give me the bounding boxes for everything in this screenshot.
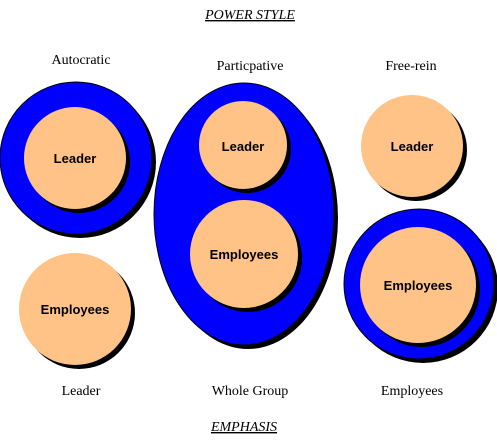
autocratic-employees-label: Employees (41, 302, 110, 317)
participative-leader-circle (199, 101, 287, 189)
free-rein-leader-circle (361, 95, 463, 197)
participative-employees-circle (190, 200, 298, 308)
participative-group: Leader Employees (153, 82, 338, 349)
free-rein-group: Leader Employees (343, 95, 497, 363)
diagram-title: POWER STYLE (204, 8, 295, 23)
emphasis-heading: EMPHASIS (210, 420, 277, 435)
free-rein-employees-label: Employees (384, 278, 453, 293)
autocratic-leader-label: Leader (54, 151, 97, 166)
autocratic-group: Leader Employees (0, 81, 156, 369)
column-title-free-rein: Free-rein (385, 59, 436, 74)
autocratic-leader-circle (24, 107, 126, 209)
free-rein-employees-circle (360, 227, 476, 343)
emphasis-label-autocratic: Leader (62, 384, 101, 399)
free-rein-leader-label: Leader (391, 139, 434, 154)
emphasis-label-participative: Whole Group (212, 384, 289, 399)
participative-employees-label: Employees (210, 247, 279, 262)
column-title-autocratic: Autocratic (51, 53, 110, 68)
emphasis-label-free-rein: Employees (381, 384, 443, 399)
column-title-participative: Particpative (217, 59, 284, 74)
autocratic-employees-circle (19, 253, 131, 365)
participative-leader-label: Leader (222, 139, 265, 154)
